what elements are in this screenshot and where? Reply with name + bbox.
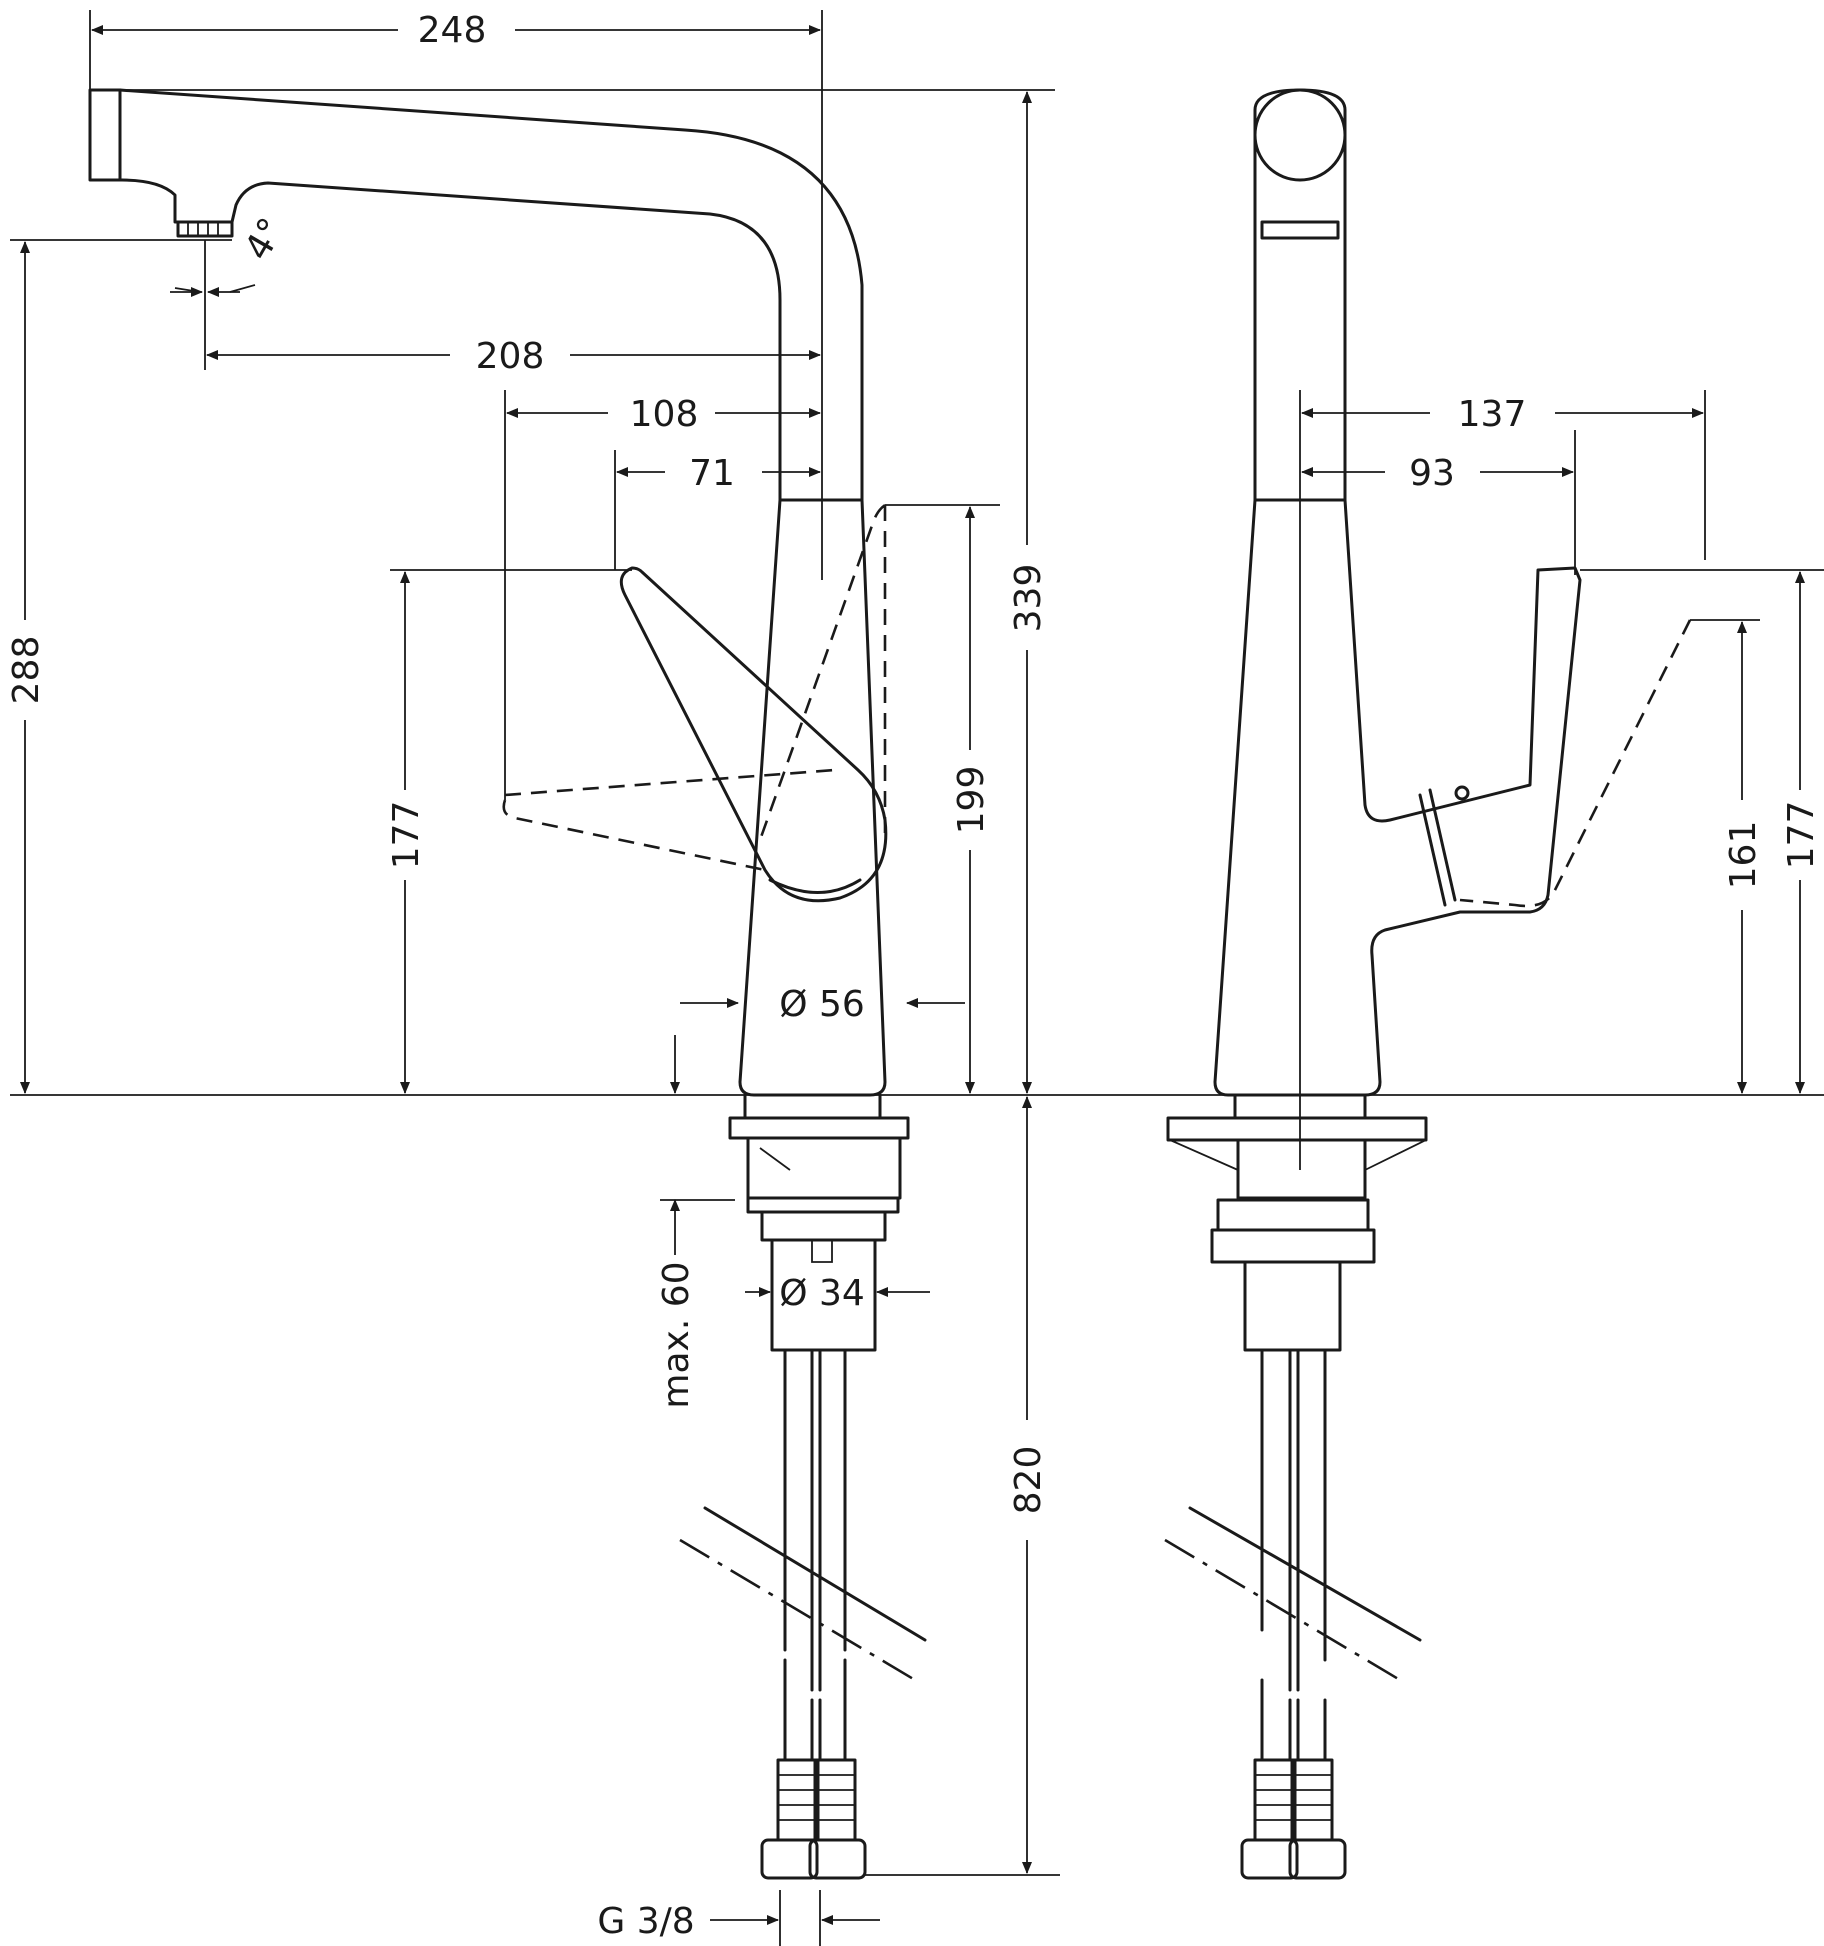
front-hose-right	[818, 1348, 847, 1692]
front-escutcheon	[728, 1116, 910, 1140]
front-break-line-1	[703, 1506, 927, 1642]
lever-hub	[768, 878, 862, 894]
dim-lever-reach-up: 71	[689, 453, 735, 494]
dim-hose-length: 820	[1008, 1446, 1049, 1515]
front-lever	[619, 566, 888, 903]
side-hose-fittings	[1240, 1758, 1347, 1880]
dim-lever-height-front: 177	[386, 801, 427, 870]
side-lever-screw	[1454, 785, 1470, 801]
dim-base-diameter: Ø 56	[779, 984, 865, 1025]
extension-lines	[10, 10, 1824, 1946]
dim-outlet-height: 288	[6, 636, 47, 705]
lever-alt-down	[502, 768, 836, 872]
dim-spout-reach-total: 248	[418, 10, 487, 51]
side-lever-front	[1418, 788, 1457, 907]
dim-side-reach-inner: 93	[1409, 453, 1455, 494]
front-hose-lower	[783, 1658, 847, 1762]
aerator-ribs	[187, 222, 219, 236]
dim-side-reach-outer: 137	[1458, 394, 1527, 435]
side-break-line-2	[1164, 1538, 1401, 1682]
side-view	[1164, 88, 1692, 1880]
lever-alt-up	[758, 503, 887, 841]
spout-outline	[88, 88, 864, 502]
dim-lever-reach-down: 108	[630, 394, 699, 435]
aerator	[176, 220, 234, 238]
side-aerator	[1260, 220, 1340, 240]
front-hose-fittings	[760, 1758, 867, 1880]
front-shank-bolt	[811, 1240, 833, 1263]
side-spout-top	[1253, 88, 1347, 182]
dimension-lines: 248 208 108 71 4° 288 177 199 339	[6, 10, 1824, 1946]
side-lever-alt	[1459, 619, 1692, 908]
side-nut	[1216, 1198, 1370, 1232]
side-break-line-1	[1188, 1506, 1422, 1642]
side-body	[1213, 498, 1582, 1097]
dim-body-height: 199	[951, 766, 992, 835]
side-hoses	[1260, 1348, 1327, 1762]
side-shank	[1243, 1260, 1342, 1352]
dim-spout-angle: 4°	[237, 211, 293, 267]
front-nut	[746, 1196, 900, 1214]
side-escutcheon	[1166, 1116, 1428, 1142]
dim-max-counter-thickness: max. 60	[656, 1261, 697, 1408]
front-base-ring	[743, 1093, 902, 1200]
front-shank	[760, 1210, 887, 1352]
dim-total-height: 339	[1008, 564, 1049, 633]
dim-spout-reach-aerator: 208	[476, 336, 545, 377]
dim-side-lever-low: 161	[1723, 821, 1764, 890]
side-base-hatch	[1169, 1139, 1427, 1171]
dim-connection-thread: G 3/8	[597, 1901, 694, 1942]
side-clamp	[1210, 1228, 1376, 1264]
dim-side-lever-high: 177	[1781, 801, 1822, 870]
front-base-hatch	[759, 1147, 791, 1171]
dim-shank-diameter: Ø 34	[779, 1273, 865, 1314]
front-hose-left	[783, 1348, 814, 1692]
front-break-line-2	[679, 1538, 916, 1682]
